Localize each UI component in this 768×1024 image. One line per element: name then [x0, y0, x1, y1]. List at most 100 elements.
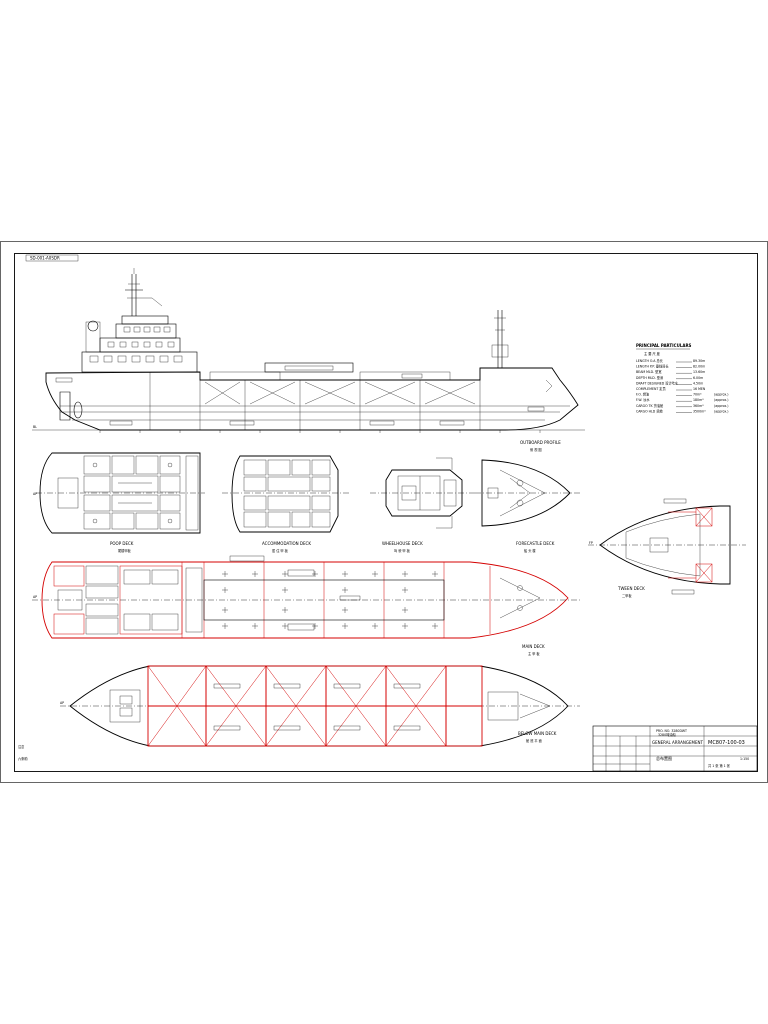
- principal-particulars: PRINCIPAL PARTICULARS 主 要 尺 度 LENGTH O.A…: [636, 343, 728, 413]
- particulars-row-value: 70m³: [693, 393, 702, 397]
- particulars-row-label: DRAFT DESIGNED 设计吃水: [636, 380, 679, 385]
- sheet-outer-border: [0, 241, 768, 783]
- particulars-row-label: LENGTH P.P. 垂线间长: [636, 364, 669, 369]
- particulars-row-label: F.W. 淡水: [636, 397, 650, 402]
- particulars-row-note: (approx.): [714, 393, 728, 397]
- poop-deck-title-cn: 尾楼甲板: [118, 548, 132, 553]
- profile-aft-mast: [125, 268, 163, 316]
- accommodation-deck-outline: [231, 455, 339, 533]
- profile-superstructure: [81, 315, 198, 373]
- title-block-project-cn: 3280吨油船: [658, 732, 676, 737]
- main-deck-cargo-bulkheads: [203, 562, 491, 638]
- profile-hold-crosses: [204, 381, 476, 405]
- outboard-profile: BL: [32, 268, 585, 452]
- main-deck-title-en: MAIN DECK: [522, 644, 545, 649]
- main-deck-plan: AP: [32, 555, 580, 656]
- wheelhouse-consoles: [397, 457, 457, 529]
- accommodation-deck-title-cn: 居 住 甲 板: [272, 548, 289, 553]
- main-deck-title-cn: 主 甲 板: [528, 651, 540, 656]
- particulars-row-value: 360m³: [693, 404, 704, 408]
- wheelhouse-deck-title-cn: 驾 驶 甲 板: [394, 548, 411, 553]
- particulars-row-value: 82.00m: [693, 365, 705, 369]
- main-deck-plus-markers: [222, 571, 438, 629]
- title-block-sheet: 共 1 张 第 1 张: [708, 763, 731, 768]
- particulars-row-label: CARGO TK 货油舱: [636, 403, 664, 408]
- drawing-frame: [14, 253, 758, 772]
- poop-deck-rooms: [57, 455, 199, 531]
- main-deck-accommodation: [53, 562, 183, 638]
- profile-title-cn: 侧 视 图: [530, 447, 542, 452]
- title-block-scale: 1:150: [740, 757, 749, 761]
- wheelhouse-deck-plan: WHEELHOUSE DECK 驾 驶 甲 板: [370, 457, 475, 553]
- particulars-subtitle: 主 要 尺 度: [644, 351, 661, 356]
- profile-fwd-mast: [491, 310, 509, 368]
- forecastle-deck-outline: [481, 459, 571, 527]
- profile-anchor: [545, 379, 553, 393]
- title-block-drawing-title: GENERAL ARRANGEMENT: [652, 740, 703, 745]
- tween-deck-outline: [599, 505, 731, 585]
- poop-ap-marker: AP: [33, 492, 37, 496]
- main-deck-hatch: [203, 579, 445, 621]
- particulars-row-value: 16 MEN: [693, 387, 706, 391]
- drawing-stamp-text: SD-001-A0SDR: [30, 256, 60, 261]
- particulars-row-label: DEPTH MLD. 型深: [636, 375, 664, 380]
- below-main-deck-plan: AP BELOW MAIN DECK 舱 底: [60, 665, 580, 747]
- below-main-deck-tanks: [147, 665, 483, 747]
- main-deck-ap-marker: AP: [33, 595, 37, 599]
- poop-deck-outline: [39, 452, 201, 534]
- particulars-row-label: BEAM MLD. 型宽: [636, 369, 662, 374]
- below-main-deck-title-cn: 舱 底 平 面: [526, 738, 542, 743]
- title-block: PRO. NO. 3280DWT 3280吨油船 GENERAL ARRANGE…: [592, 725, 758, 772]
- forecastle-windlass: [487, 469, 546, 517]
- particulars-row-value: 6.00m: [693, 376, 703, 380]
- below-main-deck-title-en: BELOW MAIN DECK: [518, 731, 557, 736]
- profile-title-en: OUTBOARD PROFILE: [520, 440, 561, 445]
- below-deck-ap-marker: AP: [60, 701, 64, 705]
- tween-deck-plan: FP TWEEN DECK 二甲板: [588, 498, 746, 598]
- tween-deck-title-cn: 二甲板: [622, 593, 632, 598]
- particulars-row-label: LENGTH O.A 总长: [636, 358, 664, 363]
- accommodation-deck-title-en: ACCOMMODATION DECK: [262, 541, 311, 546]
- forecastle-deck-plan: FORECASTLE DECK 船 头 楼: [475, 459, 582, 553]
- title-block-drawing-no: MC807-100-03: [708, 740, 745, 746]
- funnel-emblem: [87, 320, 99, 332]
- profile-bl-marker: BL: [33, 425, 37, 429]
- accommodation-rooms: [243, 459, 331, 528]
- particulars-row-value: 89.30m: [693, 359, 705, 363]
- particulars-row-label: COMPLEMENT 定员: [636, 386, 666, 391]
- title-block-frame: [592, 725, 758, 772]
- title-block-drawing-title-cn: 总布置图: [656, 755, 672, 761]
- profile-bulkheads: [149, 368, 481, 430]
- profile-hull: [45, 367, 579, 431]
- profile-hatch-cover: [264, 362, 354, 373]
- tween-deck-title-en: TWEEN DECK: [617, 586, 645, 591]
- forecastle-deck-title-en: FORECASTLE DECK: [516, 541, 555, 546]
- profile-title: OUTBOARD PROFILE 侧 视 图: [520, 440, 561, 452]
- particulars-title: PRINCIPAL PARTICULARS: [636, 343, 692, 348]
- particulars-row-note: (approx.): [714, 404, 728, 408]
- wheelhouse-deck-outline: [385, 469, 463, 517]
- particulars-row-value: 4.50m: [693, 381, 703, 385]
- particulars-row-note: (approx.): [714, 398, 728, 402]
- wheelhouse-deck-title-en: WHEELHOUSE DECK: [382, 541, 423, 546]
- profile-propeller: [73, 401, 83, 419]
- particulars-row-note: (approx.): [714, 409, 728, 413]
- poop-deck-plan: AP POOP DECK 尾楼甲板: [33, 452, 205, 553]
- title-block-project: PRO. NO. 3280DWT: [656, 729, 687, 733]
- particulars-row-label: F.O. 燃油: [636, 392, 649, 397]
- profile-rudder: [59, 391, 71, 421]
- side-note-top: 注意: [18, 744, 24, 749]
- particulars-row-label: CARGO HLD 货舱: [636, 408, 663, 413]
- particulars-row-value: 13.60m: [693, 370, 705, 374]
- poop-deck-title-en: POOP DECK: [110, 541, 134, 546]
- below-main-deck-diagonals: [147, 665, 447, 747]
- main-deck-gangway: [229, 555, 265, 562]
- accommodation-deck-plan: ACCOMMODATION DECK 居 住 甲 板: [222, 455, 350, 553]
- tween-fp-marker: FP: [589, 541, 593, 545]
- forecastle-deck-title-cn: 船 头 楼: [524, 548, 536, 553]
- tween-deck-tanks: [668, 507, 713, 583]
- drawing-stamp: SD-001-A0SDR: [25, 254, 79, 262]
- particulars-row-value: 180m³: [693, 398, 704, 402]
- side-note-bottom: 六条助: [18, 756, 28, 761]
